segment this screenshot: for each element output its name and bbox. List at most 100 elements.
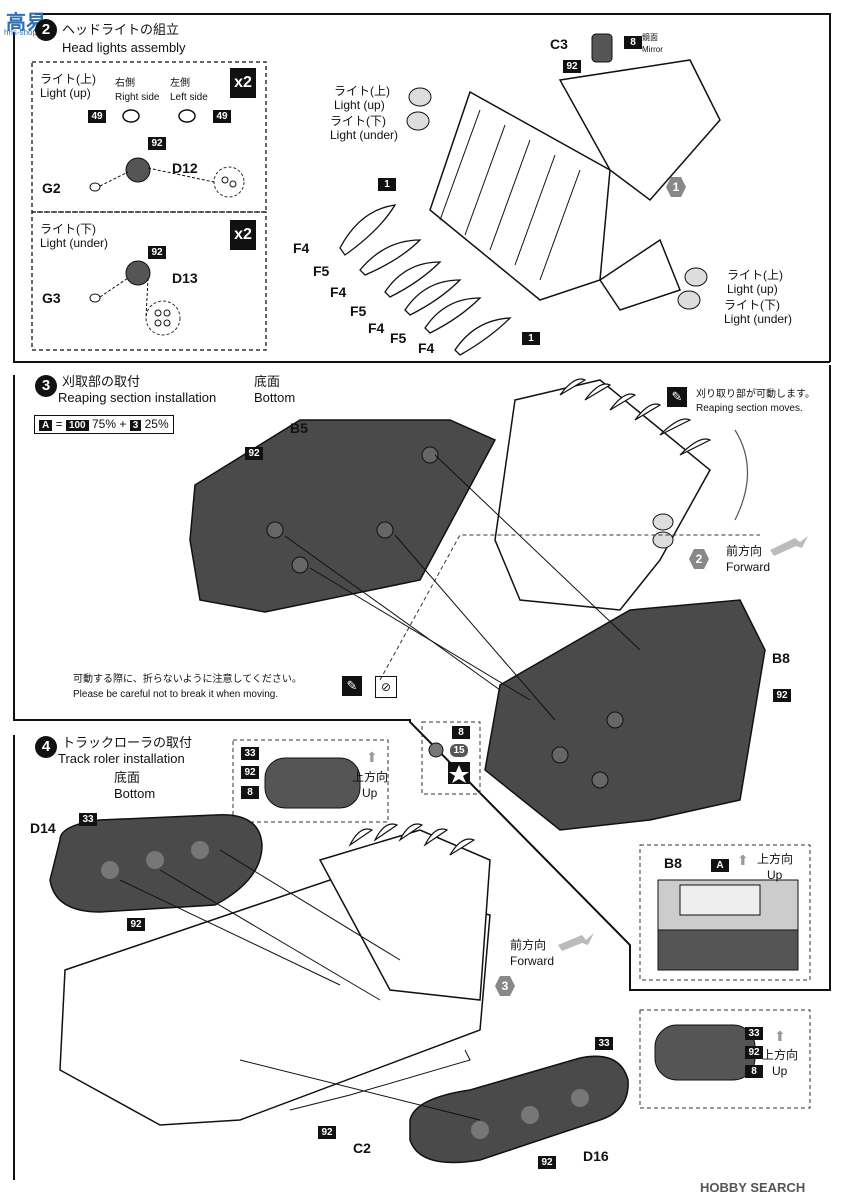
part-d13: D13 bbox=[172, 270, 198, 286]
ref-step-2: 2 bbox=[689, 549, 709, 569]
color-92-c2: 92 bbox=[318, 1126, 336, 1139]
up-en-a: Up bbox=[362, 786, 378, 800]
part-b5: B5 bbox=[290, 420, 308, 436]
quantity-x2-badge: x2 bbox=[230, 68, 256, 98]
right-side-jp: 右側 bbox=[115, 78, 135, 89]
detail-a: A bbox=[711, 859, 729, 872]
mirror-en: Mirror bbox=[642, 45, 663, 54]
mix-100: 100 bbox=[65, 420, 89, 431]
moves-jp: 刈り取り部が可動します。 bbox=[696, 389, 815, 400]
part-f5-2: F5 bbox=[350, 303, 367, 319]
ref-step-3: 3 bbox=[495, 976, 515, 996]
part-d16: D16 bbox=[583, 1148, 609, 1164]
part-f4-3: F4 bbox=[368, 320, 385, 336]
careful-jp: 可動する際に、折らないように注意してください。 bbox=[73, 674, 302, 685]
mix-a: A bbox=[39, 420, 53, 431]
no-break-icon: ⊘ bbox=[375, 676, 397, 698]
ref-step-1: 1 bbox=[666, 177, 686, 197]
forward-jp-step4: 前方向 bbox=[510, 938, 547, 952]
part-f4-4: F4 bbox=[418, 340, 435, 356]
step-4-bottom-en: Bottom bbox=[114, 786, 156, 801]
color-92-d12: 92 bbox=[148, 137, 166, 150]
color-92-b5: 92 bbox=[245, 447, 263, 460]
part-g3: G3 bbox=[42, 290, 61, 306]
color-92-b8: 92 bbox=[773, 689, 791, 702]
step-4-title-jp: トラックローラの取付 bbox=[62, 735, 193, 750]
forward-en-step3: Forward bbox=[726, 560, 771, 574]
paint-8-box: 8 bbox=[452, 726, 470, 739]
right-light-up-en: Light (up) bbox=[727, 282, 778, 296]
paint-15-box: 15 bbox=[450, 744, 468, 757]
part-b8-detail: B8 bbox=[664, 855, 682, 871]
right-light-under-en: Light (under) bbox=[724, 312, 793, 326]
color-92-d13: 92 bbox=[148, 246, 166, 259]
paint-1-top: 1 bbox=[378, 178, 396, 191]
detail-33-b: 33 bbox=[745, 1027, 763, 1040]
up-arrow-icon-c: ⬆ bbox=[774, 1028, 786, 1044]
right-light-up-jp: ライト(上) bbox=[727, 268, 783, 282]
part-d14: D14 bbox=[30, 820, 56, 836]
color-33-d14: 33 bbox=[79, 813, 97, 826]
step-4-number: 4 bbox=[35, 736, 57, 758]
light-up-jp: ライト(上) bbox=[40, 72, 96, 86]
left-side-jp: 左側 bbox=[170, 78, 190, 89]
part-g2: G2 bbox=[42, 180, 61, 196]
step-3-bottom-jp: 底面 bbox=[254, 374, 281, 389]
watermark-url: hhs-shop.com bbox=[4, 28, 55, 37]
step-3-title-en: Reaping section installation bbox=[58, 390, 217, 405]
main-light-under-jp: ライト(下) bbox=[330, 114, 386, 128]
light-up-en: Light (up) bbox=[40, 86, 91, 100]
detail-92-a: 92 bbox=[241, 766, 259, 779]
step-2-number: 2 bbox=[35, 19, 57, 41]
main-light-up-jp: ライト(上) bbox=[334, 84, 390, 98]
careful-icon: ✎ bbox=[342, 676, 362, 696]
part-c2: C2 bbox=[353, 1140, 371, 1156]
light-under-en: Light (under) bbox=[40, 236, 109, 250]
part-c3: C3 bbox=[550, 36, 568, 52]
mix-ratio-box: A = 100 75% + 3 25% bbox=[34, 415, 174, 434]
up-arrow-icon-b: ⬆ bbox=[737, 852, 749, 868]
detail-33-a: 33 bbox=[241, 747, 259, 760]
part-f5-1: F5 bbox=[313, 263, 330, 279]
step-3-bottom-en: Bottom bbox=[254, 390, 296, 405]
part-f5-3: F5 bbox=[390, 330, 407, 346]
detail-8-b: 8 bbox=[745, 1065, 763, 1078]
mirror-paint-8: 8 bbox=[624, 36, 642, 49]
color-92-d14: 92 bbox=[127, 918, 145, 931]
forward-jp-step3: 前方向 bbox=[726, 544, 763, 558]
up-en-b: Up bbox=[767, 868, 783, 882]
color-49-left: 49 bbox=[88, 110, 106, 123]
detail-8-a: 8 bbox=[241, 786, 259, 799]
main-light-under-en: Light (under) bbox=[330, 128, 399, 142]
careful-en: Please be careful not to break it when m… bbox=[73, 689, 279, 700]
color-92-d16: 92 bbox=[538, 1156, 556, 1169]
paint-1-bottom: 1 bbox=[522, 332, 540, 345]
part-f4-1: F4 bbox=[293, 240, 310, 256]
detail-92-b: 92 bbox=[745, 1046, 763, 1059]
part-f4-2: F4 bbox=[330, 284, 347, 300]
mirror-jp: 鏡面 bbox=[642, 33, 658, 42]
mix-plus: + bbox=[119, 417, 127, 431]
color-49-right: 49 bbox=[213, 110, 231, 123]
right-light-under-jp: ライト(下) bbox=[724, 298, 780, 312]
watermark-hobbysearch: HOBBY SEARCH bbox=[700, 1180, 806, 1195]
up-jp-c: 上方向 bbox=[762, 1048, 799, 1062]
moves-en: Reaping section moves. bbox=[696, 403, 803, 414]
mix-75: 75% bbox=[91, 417, 116, 431]
mix-3: 3 bbox=[129, 420, 142, 431]
up-jp-a: 上方向 bbox=[352, 770, 389, 784]
part-b8: B8 bbox=[772, 650, 790, 666]
color-33-d16: 33 bbox=[595, 1037, 613, 1050]
step-3-title-jp: 刈取部の取付 bbox=[62, 374, 141, 389]
mix-25: 25% bbox=[144, 417, 169, 431]
step-2-title-jp: ヘッドライトの組立 bbox=[62, 22, 180, 37]
step-3-number: 3 bbox=[35, 375, 57, 397]
color-92-c3: 92 bbox=[563, 60, 581, 73]
light-under-jp: ライト(下) bbox=[40, 222, 96, 236]
left-side-en: Left side bbox=[170, 92, 208, 103]
up-arrow-icon-a: ⬆ bbox=[366, 749, 378, 765]
up-en-c: Up bbox=[772, 1064, 788, 1078]
forward-en-step4: Forward bbox=[510, 954, 555, 968]
mix-eq: = bbox=[55, 417, 63, 431]
